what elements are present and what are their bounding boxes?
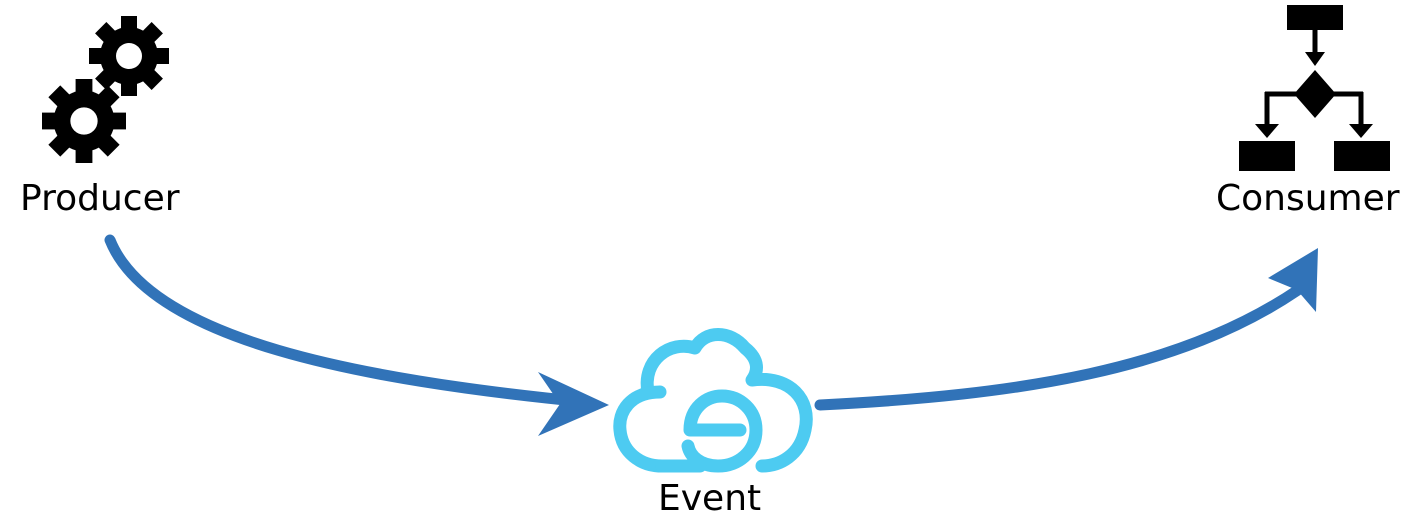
consumer-label: Consumer bbox=[1216, 178, 1400, 219]
flowchart-icon bbox=[1239, 5, 1390, 171]
arrowhead bbox=[1268, 248, 1318, 312]
producer-label: Producer bbox=[20, 178, 180, 219]
arrowhead bbox=[538, 372, 609, 436]
edge-producer-to-event bbox=[104, 234, 609, 436]
edge-event-to-consumer bbox=[814, 248, 1318, 411]
event-label: Event bbox=[658, 478, 762, 519]
cloudevents-logo-icon bbox=[613, 328, 813, 473]
gears-icon bbox=[42, 16, 169, 163]
